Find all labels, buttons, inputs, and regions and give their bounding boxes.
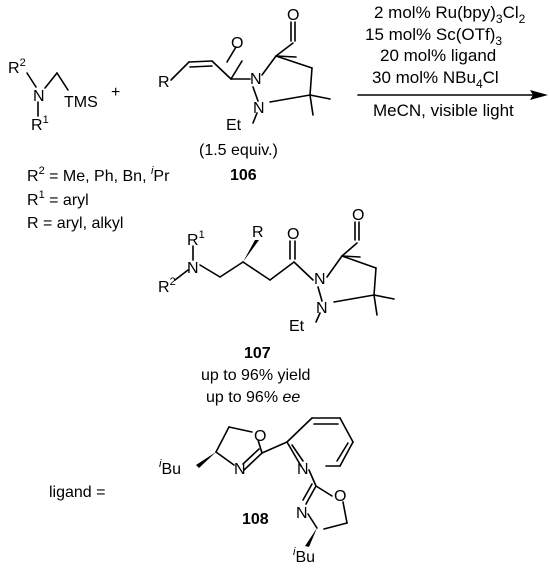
product-n1-atom: N: [314, 271, 326, 288]
product-n-atom: N: [187, 260, 199, 277]
product-r2-label: R2: [158, 276, 176, 296]
definition-r2: R2 = Me, Ph, Bn, iPr: [27, 165, 170, 185]
product-r1-label: R1: [187, 229, 205, 249]
substrate-equiv: (1.5 equiv.): [199, 142, 278, 159]
product-carbonyl-o: O: [287, 226, 299, 243]
substrate-label: 106: [230, 167, 257, 184]
amine-r2-label: R2: [8, 57, 26, 77]
substrate-et-label: Et: [226, 117, 242, 134]
product-107: R1 N R2 R O O N N Et 107 up to 96% yield…: [158, 207, 395, 406]
product-label: 107: [244, 345, 271, 362]
definition-r: R = aryl, alkyl: [27, 215, 123, 232]
substituent-definitions: R2 = Me, Ph, Bn, iPr R1 = aryl R = aryl,…: [27, 165, 170, 232]
condition-ru-catalyst: 2 mol% Ru(bpy)3Cl2: [374, 3, 526, 26]
substrate-106: R O O N N Et (1.5 equiv.) 106: [158, 7, 331, 184]
substrate-lactam-o: O: [287, 7, 299, 24]
amine-r1-label: R1: [31, 114, 49, 134]
ligand-pyridine-n: N: [297, 461, 309, 478]
ligand-108: ligand = O N iBu N N O iBu 108: [49, 417, 354, 566]
product-r-label: R: [252, 224, 264, 241]
amine-n-atom: N: [33, 88, 45, 105]
ligand-oxazoline-left-n: N: [234, 461, 246, 478]
ligand-label: 108: [242, 511, 269, 528]
plus-sign: +: [111, 84, 120, 101]
amine-reagent: R2 N TMS R1: [8, 57, 98, 134]
condition-nbu4cl: 30 mol% NBu4Cl: [372, 68, 499, 91]
condition-solvent-light: MeCN, visible light: [373, 101, 514, 120]
condition-ligand: 20 mol% ligand: [380, 46, 496, 65]
ligand-oxazoline-right-n: N: [296, 505, 308, 522]
product-et-label: Et: [289, 318, 305, 335]
substrate-n2-atom: N: [253, 100, 265, 117]
reaction-conditions: 2 mol% Ru(bpy)3Cl2 15 mol% Sc(OTf)3 20 m…: [357, 3, 548, 120]
condition-sc-otf: 15 mol% Sc(OTf)3: [365, 25, 502, 48]
product-lactam-o: O: [352, 207, 364, 224]
substrate-carbonyl-o: O: [231, 35, 243, 52]
ligand-oxazoline-left-o: O: [254, 428, 266, 445]
product-n2-atom: N: [316, 300, 328, 317]
ligand-ibu-left: iBu: [159, 458, 181, 478]
product-ee: up to 96% ee: [206, 389, 300, 406]
definition-r1: R1 = aryl: [27, 189, 89, 209]
substrate-r-label: R: [158, 74, 170, 91]
ligand-ibu-right: iBu: [293, 546, 315, 566]
ligand-oxazoline-right-o: O: [334, 488, 346, 505]
product-yield: up to 96% yield: [201, 367, 310, 384]
arrow-head-icon: [530, 90, 548, 100]
substrate-n1-atom: N: [250, 71, 262, 88]
ligand-prefix: ligand =: [49, 484, 106, 501]
amine-tms-label: TMS: [64, 94, 98, 111]
